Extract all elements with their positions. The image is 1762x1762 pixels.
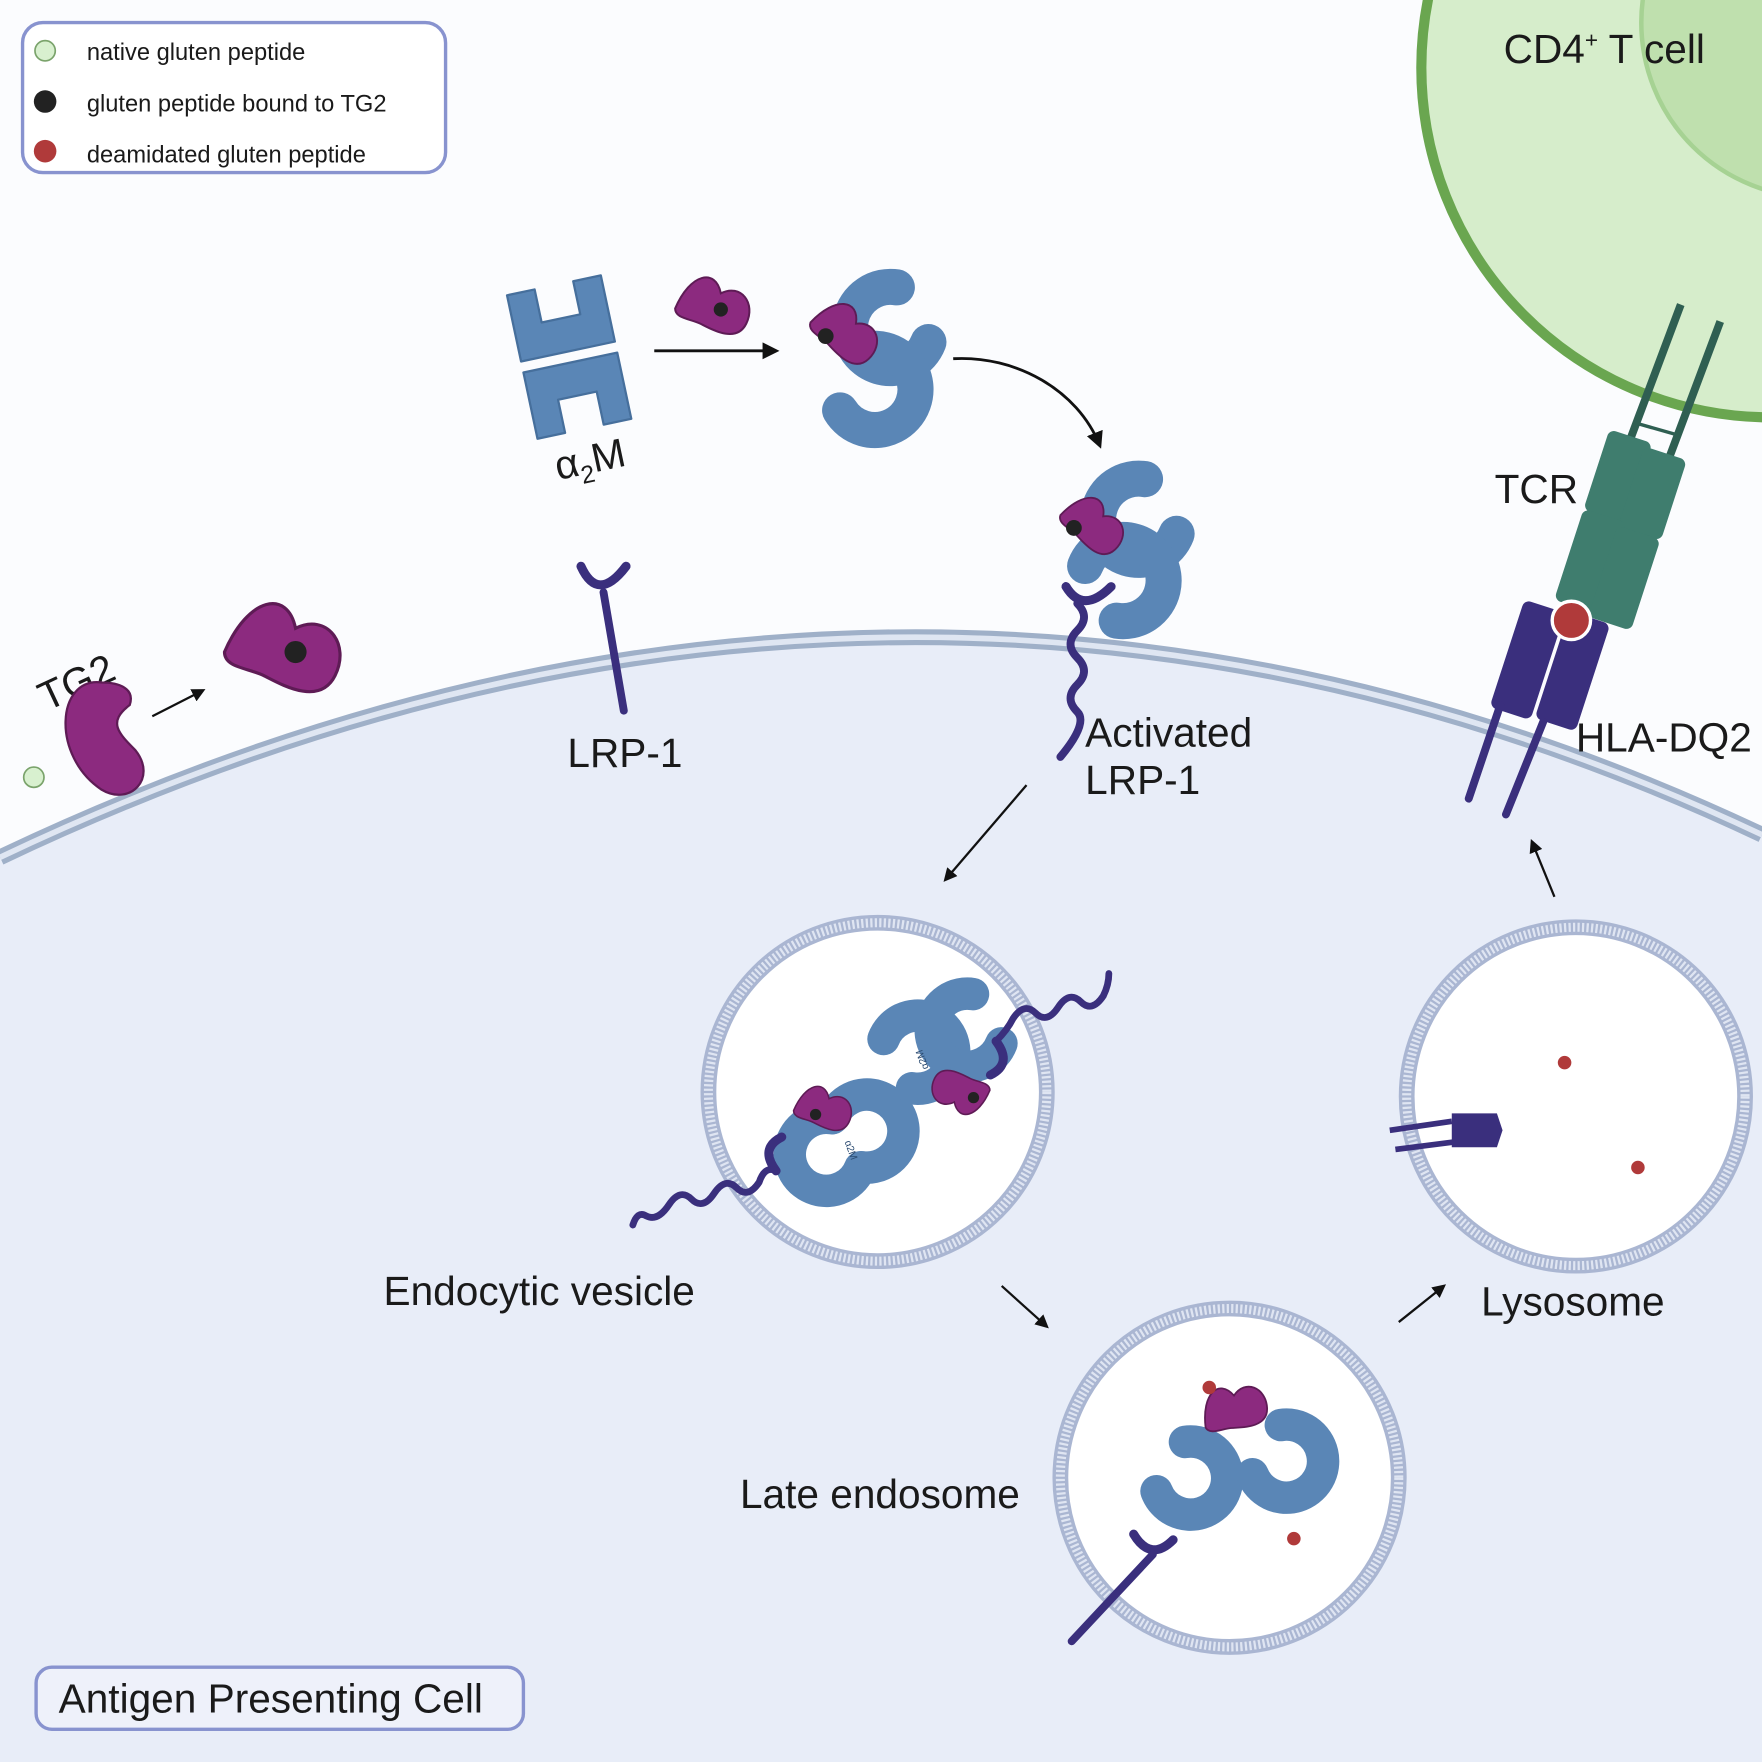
tg2-bound-peptide xyxy=(222,602,342,694)
legend-item: native gluten peptide xyxy=(87,40,305,66)
tg2-enzyme xyxy=(64,681,145,796)
endocytic-vesicle-label: Endocytic vesicle xyxy=(384,1268,695,1314)
deamidated-peptide xyxy=(1550,599,1593,642)
cell-membrane-inner xyxy=(0,634,1762,860)
tcr-complex xyxy=(1555,303,1724,629)
arrow xyxy=(1529,839,1556,898)
legend-item: deamidated gluten peptide xyxy=(87,142,366,168)
lrp1-receptor xyxy=(576,561,631,715)
legend-item: gluten peptide bound to TG2 xyxy=(87,92,387,118)
endocytic-vesicle: α2M α2M xyxy=(629,923,1113,1261)
late-endosome xyxy=(1060,1309,1398,1647)
a2m-native xyxy=(505,274,633,440)
late-endosome-label: Late endosome xyxy=(740,1471,1020,1517)
deamidated-peptide-icon xyxy=(33,139,57,163)
native-peptide xyxy=(22,766,45,789)
curved-arrow xyxy=(953,357,1103,449)
tg2-peptide-complex xyxy=(674,276,751,336)
apc-label-box xyxy=(34,1665,526,1731)
arrow xyxy=(943,784,1028,882)
hla-dq2-label: HLA-DQ2 xyxy=(1576,714,1752,760)
hla-dq2 xyxy=(1464,599,1609,819)
activated-lrp1-label: LRP-1 xyxy=(1085,757,1200,803)
lysosome-label: Lysosome xyxy=(1481,1278,1665,1324)
native-peptide-icon xyxy=(34,39,57,62)
arrow xyxy=(1000,1285,1049,1329)
t-cell-label: CD4+ T cell xyxy=(1504,26,1705,72)
lysosome xyxy=(1389,927,1745,1265)
a2m-label: α2M xyxy=(550,429,630,495)
tcr-label: TCR xyxy=(1495,466,1578,512)
arrow xyxy=(1398,1284,1447,1323)
a2m-activated-complex xyxy=(801,280,933,442)
arrow xyxy=(151,689,206,718)
apc-label: Antigen Presenting Cell xyxy=(59,1675,483,1721)
legend: native gluten peptide gluten peptide bou… xyxy=(20,20,448,175)
a2m-bound-to-lrp1 xyxy=(1051,471,1181,761)
t-cell-nucleus xyxy=(1639,0,1762,192)
activated-lrp1-label: Activated xyxy=(1085,710,1252,756)
lrp1-label: LRP-1 xyxy=(567,730,682,776)
legend-box xyxy=(20,20,448,175)
bound-peptide-icon xyxy=(33,90,57,113)
